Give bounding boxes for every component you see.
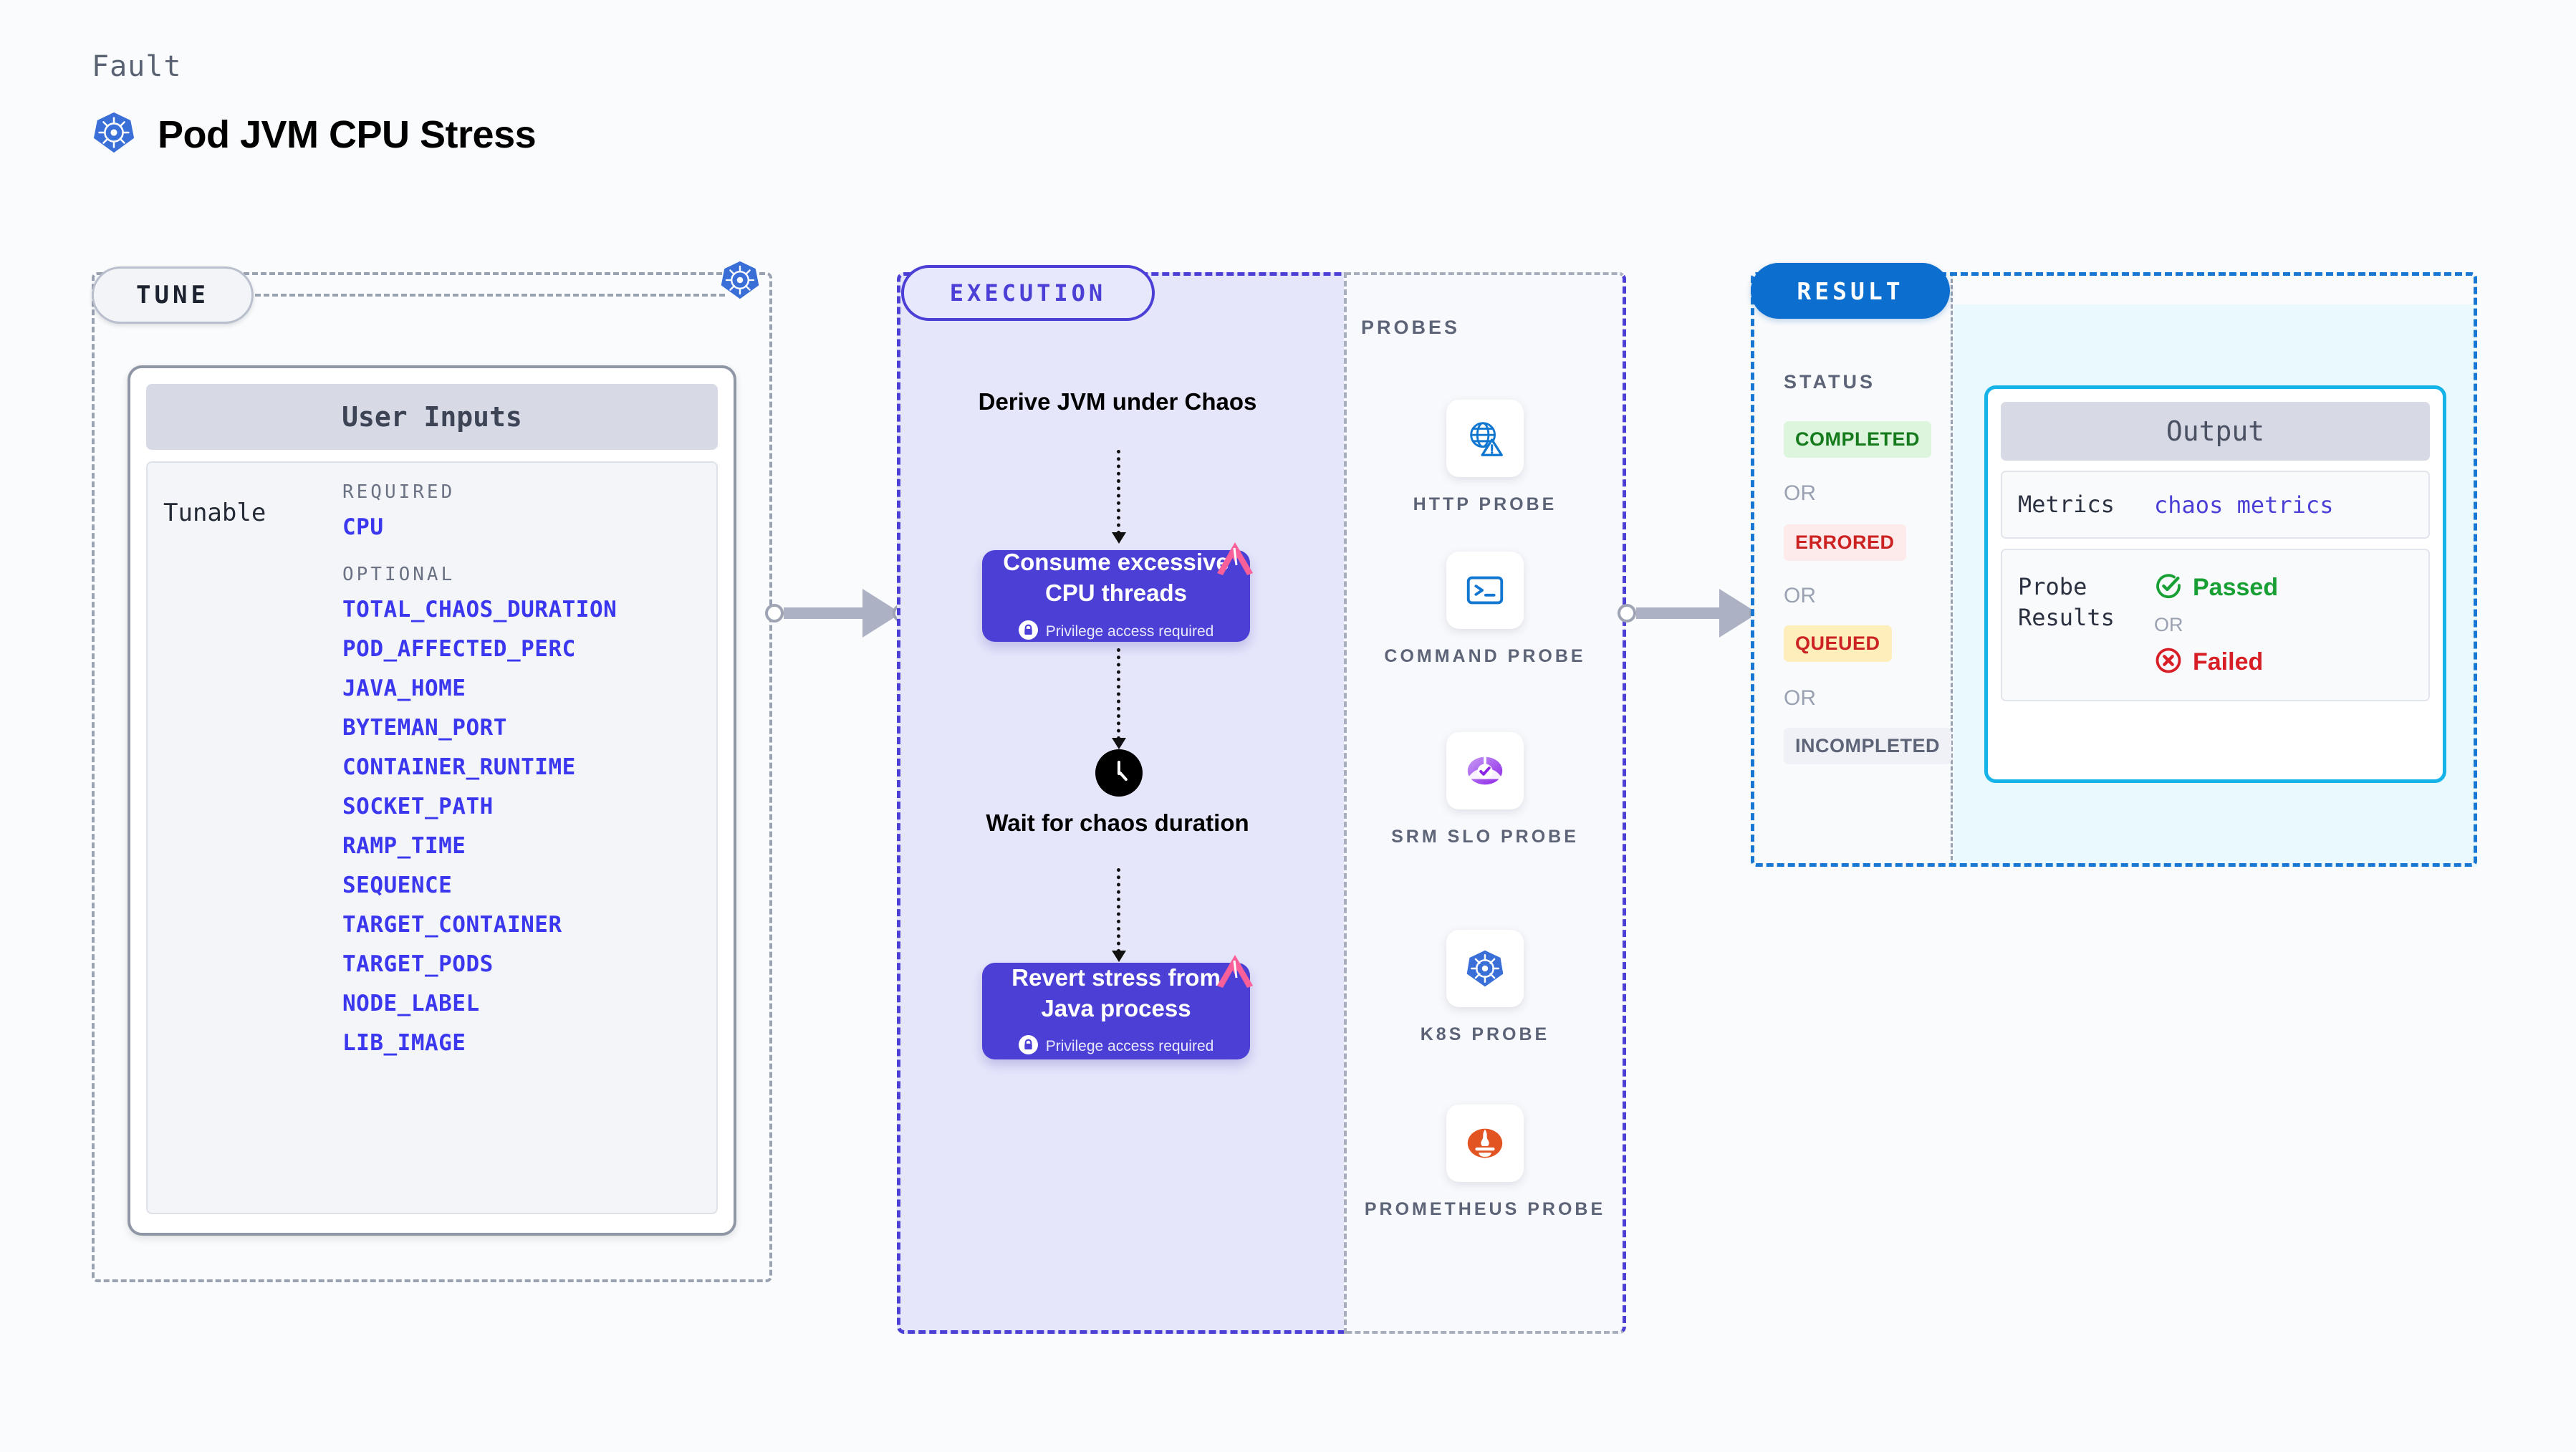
probe-srm-slo[interactable]: SRM SLO PROBE [1344, 732, 1626, 850]
privilege-note-text: Privilege access required [1045, 1038, 1214, 1055]
probe-result-failed: Failed [2154, 646, 2278, 678]
execution-step-revert-stress[interactable]: Revert stress from Java process Privileg… [982, 963, 1250, 1059]
status-badge-queued: QUEUED [1784, 625, 1892, 662]
kubernetes-icon [92, 110, 136, 158]
probe-label: COMMAND PROBE [1384, 646, 1586, 666]
output-card: Output Metrics chaos metrics Probe Resul… [1984, 385, 2446, 783]
param-byteman-port[interactable]: BYTEMAN_PORT [342, 715, 507, 741]
probe-command[interactable]: COMMAND PROBE [1344, 552, 1626, 669]
metrics-label: Metrics [2018, 491, 2115, 518]
check-circle-icon [2154, 572, 2183, 604]
connector-start-dot [1618, 604, 1636, 622]
connector-start-dot [765, 604, 784, 622]
tune-panel [92, 272, 772, 1282]
execution-step-title: Revert stress from Java process [1011, 963, 1221, 1021]
tune-badge: TUNE [92, 266, 254, 324]
privilege-note-text: Privilege access required [1045, 622, 1214, 640]
result-panel [1751, 272, 2477, 867]
probe-results-label: Probe Results [2018, 573, 2115, 632]
privilege-note: Privilege access required [1018, 620, 1214, 643]
connector-tune-to-execution [765, 589, 911, 638]
execution-step-wait-duration: Wait for chaos duration [986, 809, 1249, 836]
output-header: Output [2001, 402, 2430, 461]
tunable-label: Tunable [163, 499, 266, 527]
globe-warning-icon [1446, 400, 1524, 477]
status-badge-incompleted: INCOMPLETED [1784, 728, 1952, 764]
param-pod-affected-perc[interactable]: POD_AFFECTED_PERC [342, 636, 576, 662]
probes-title: PROBES [1361, 317, 1461, 338]
x-circle-icon [2154, 646, 2183, 678]
page-title: Pod JVM CPU Stress [158, 112, 537, 156]
param-total-chaos-duration[interactable]: TOTAL_CHAOS_DURATION [342, 597, 617, 622]
srm-slo-icon [1446, 732, 1524, 809]
probe-result-passed: Passed [2154, 572, 2278, 604]
litmus-icon [1216, 541, 1254, 580]
lock-icon [1018, 620, 1038, 643]
required-group-label: REQUIRED [342, 481, 456, 503]
privilege-note: Privilege access required [1018, 1035, 1214, 1058]
clock-icon [1095, 749, 1143, 797]
flow-arrow-1 [1112, 450, 1126, 544]
optional-group-label: OPTIONAL [342, 564, 456, 585]
terminal-icon [1446, 552, 1524, 629]
flow-arrow-2 [1112, 648, 1126, 749]
status-badge-completed: COMPLETED [1784, 421, 1932, 458]
status-title: STATUS [1784, 371, 1875, 393]
probe-http[interactable]: HTTP PROBE [1344, 400, 1626, 517]
status-or-1: OR [1784, 481, 1816, 505]
tunable-params-list: REQUIRED CPU OPTIONAL TOTAL_CHAOS_DURATI… [342, 481, 709, 1194]
execution-step-title: Consume excessive CPU threads [1003, 549, 1229, 606]
probe-results-values: Passed OR Failed [2154, 572, 2278, 678]
result-status-column [1751, 272, 1953, 867]
param-node-label[interactable]: NODE_LABEL [342, 991, 480, 1016]
execution-badge: EXECUTION [901, 265, 1155, 321]
litmus-icon [1216, 953, 1254, 993]
output-probe-results-row: Probe Results Passed OR [2001, 549, 2430, 702]
param-socket-path[interactable]: SOCKET_PATH [342, 794, 494, 819]
param-container-runtime[interactable]: CONTAINER_RUNTIME [342, 754, 576, 780]
passed-label: Passed [2193, 574, 2279, 602]
execution-step-consume-cpu[interactable]: Consume excessive CPU threads Privilege … [982, 549, 1250, 643]
tune-badge-connector-line [255, 294, 725, 297]
probe-prometheus[interactable]: PROMETHEUS PROBE [1344, 1105, 1626, 1222]
failed-label: Failed [2193, 648, 2264, 676]
probe-label: SRM SLO PROBE [1391, 827, 1579, 847]
param-java-home[interactable]: JAVA_HOME [342, 675, 466, 701]
status-or-3: OR [1784, 686, 1816, 710]
param-ramp-time[interactable]: RAMP_TIME [342, 833, 466, 859]
connector-execution-to-result [1618, 589, 1768, 638]
param-cpu[interactable]: CPU [342, 514, 384, 540]
probe-k8s[interactable]: K8S PROBE [1344, 930, 1626, 1047]
metrics-value-link[interactable]: chaos metrics [2154, 491, 2334, 519]
param-target-pods[interactable]: TARGET_PODS [342, 951, 494, 977]
kubernetes-icon [1446, 930, 1524, 1007]
status-badge-errored: ERRORED [1784, 524, 1906, 561]
execution-step-derive-jvm: Derive JVM under Chaos [978, 388, 1257, 415]
param-sequence[interactable]: SEQUENCE [342, 872, 453, 898]
result-badge: RESULT [1751, 263, 1950, 319]
kubernetes-icon [719, 259, 761, 304]
output-metrics-row: Metrics chaos metrics [2001, 471, 2430, 539]
user-inputs-header: User Inputs [146, 384, 718, 450]
probe-label: K8S PROBE [1420, 1024, 1550, 1044]
param-target-container[interactable]: TARGET_CONTAINER [342, 912, 562, 938]
page-header: Fault [92, 50, 537, 158]
probe-result-or: OR [2154, 614, 2183, 636]
user-inputs-card: User Inputs Tunable REQUIRED CPU OPTIONA… [128, 365, 736, 1236]
user-inputs-body: Tunable REQUIRED CPU OPTIONAL TOTAL_CHAO… [146, 461, 718, 1214]
connector-line [784, 607, 864, 619]
prometheus-icon [1446, 1105, 1524, 1182]
connector-line [1636, 607, 1721, 619]
flow-arrow-3 [1112, 868, 1126, 962]
status-or-2: OR [1784, 584, 1816, 607]
lock-icon [1018, 1035, 1038, 1058]
probe-label: PROMETHEUS PROBE [1364, 1199, 1606, 1219]
probe-label: HTTP PROBE [1413, 494, 1557, 514]
fault-eyebrow: Fault [92, 50, 182, 83]
param-lib-image[interactable]: LIB_IMAGE [342, 1030, 466, 1056]
